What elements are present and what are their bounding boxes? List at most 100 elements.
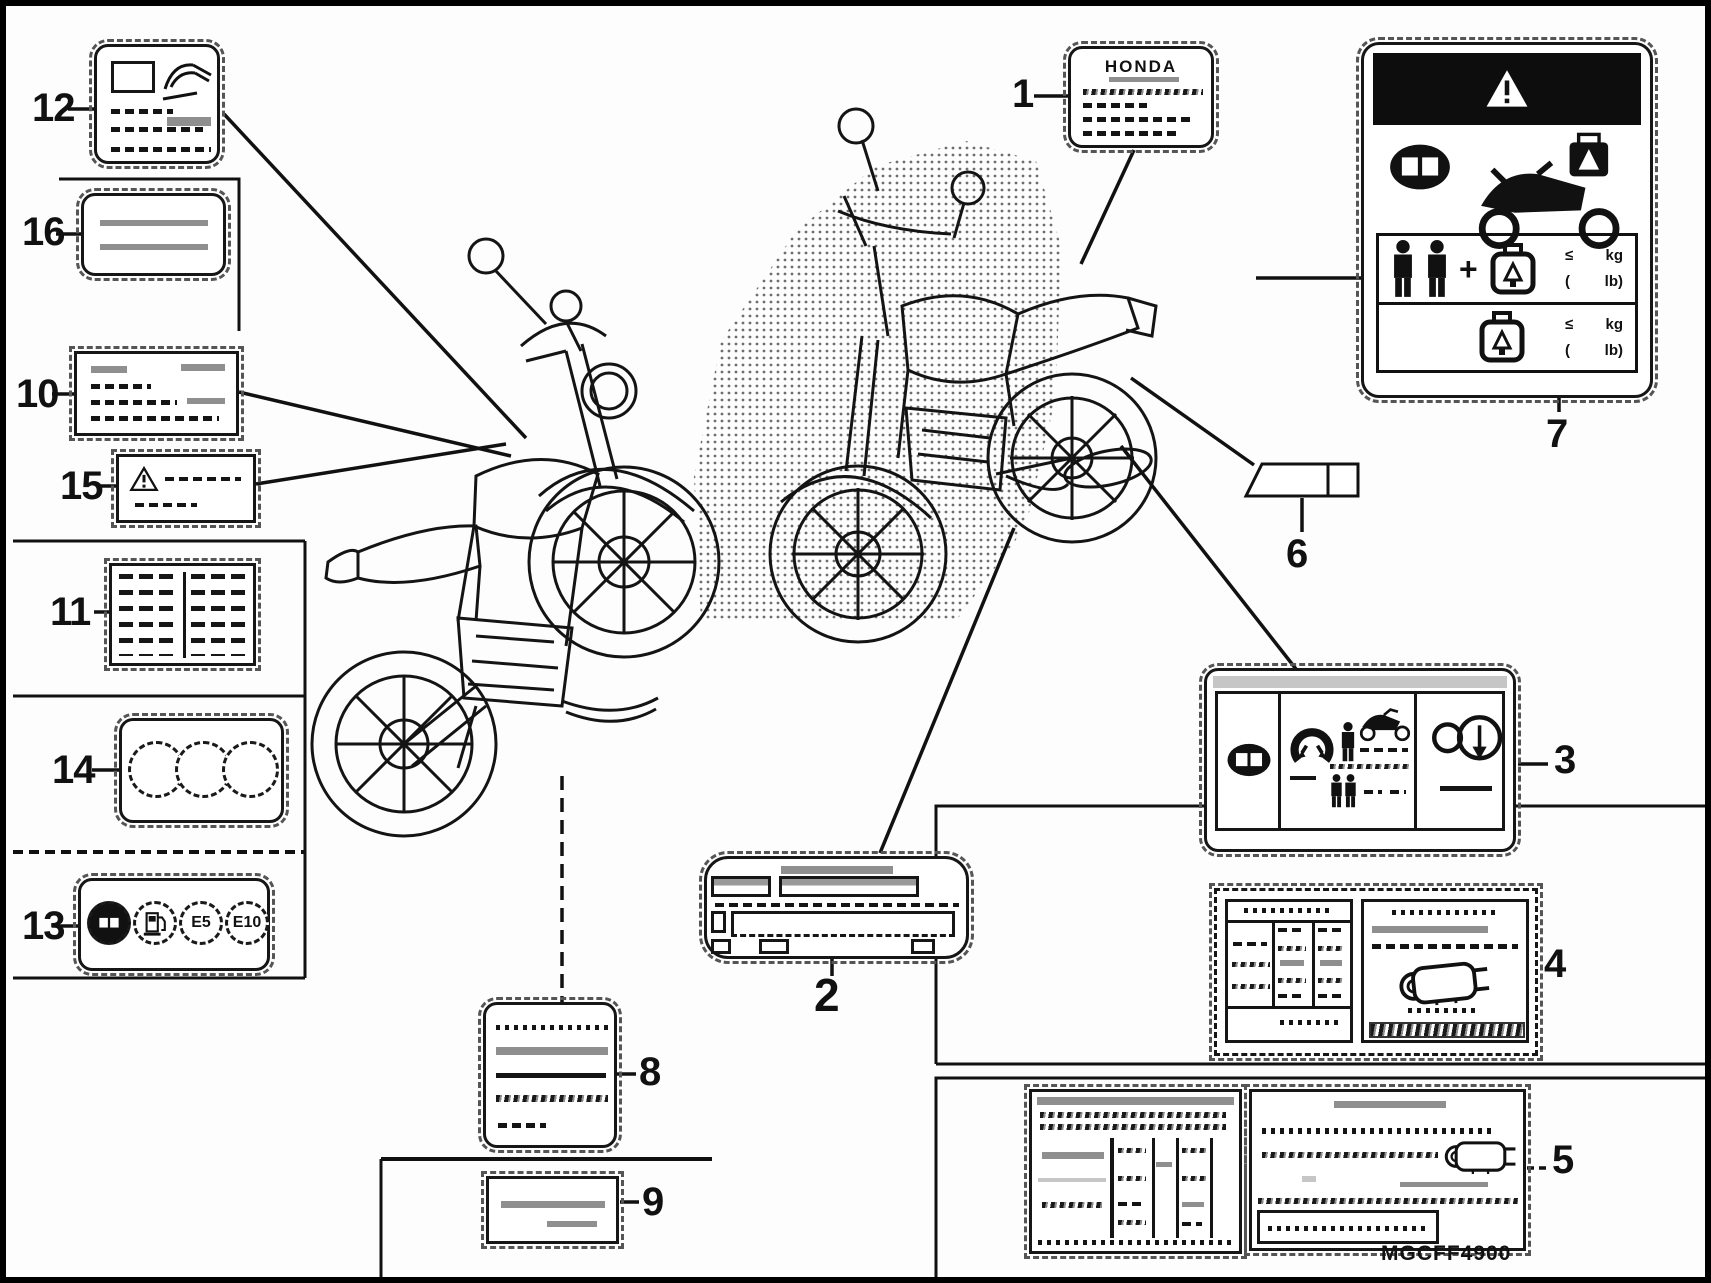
hatch-graphic xyxy=(1042,1202,1102,1208)
graphic-element xyxy=(564,320,583,352)
callout-15[interactable]: 15 xyxy=(60,464,103,508)
callout-8[interactable]: 8 xyxy=(639,1050,661,1094)
spec-table-panel xyxy=(1225,899,1353,1043)
callout-9[interactable]: 9 xyxy=(642,1180,664,1224)
inrect-graphic xyxy=(759,939,789,954)
callout-1[interactable]: 1 xyxy=(1012,72,1034,116)
graybar-graphic xyxy=(167,117,211,126)
hatch-graphic xyxy=(1258,1198,1518,1204)
dash-graphic xyxy=(91,384,151,389)
halftone-shadow xyxy=(694,141,1061,621)
dash-graphic xyxy=(1390,790,1406,794)
graphic-element xyxy=(896,369,1016,459)
dash-graphic xyxy=(111,147,211,152)
fuel-pump-icon xyxy=(142,911,167,936)
graphic-element xyxy=(520,321,607,363)
callout-3[interactable]: 3 xyxy=(1554,738,1576,782)
bar-graphic xyxy=(1278,694,1281,828)
callout-10[interactable]: 10 xyxy=(16,372,59,416)
bar-graphic xyxy=(1228,920,1350,923)
graphic-element xyxy=(356,524,482,584)
graphic-element xyxy=(553,491,695,633)
part-code: MGCFF4900 xyxy=(1381,1242,1512,1265)
graphic-element xyxy=(995,456,1073,476)
dots-graphic xyxy=(1244,908,1334,913)
graphic-element xyxy=(792,488,924,620)
graphic-element xyxy=(1486,70,1528,107)
leader-lines xyxy=(52,94,1561,1204)
uline-graphic: (lb) xyxy=(1565,273,1623,290)
graybar-graphic xyxy=(1372,926,1488,933)
e10-circle: E10 xyxy=(225,901,269,945)
tire-caution-panels xyxy=(1215,691,1505,831)
graphic-element xyxy=(986,372,1158,544)
graybar-graphic xyxy=(187,398,225,404)
motorcycle-icon xyxy=(1359,708,1411,742)
dash-graphic xyxy=(498,1123,546,1128)
hatch-graphic xyxy=(1040,1124,1226,1130)
callout-14[interactable]: 14 xyxy=(52,748,95,792)
e5-text: E5 xyxy=(191,914,211,931)
dash-graphic xyxy=(1360,748,1408,752)
label-7-loading-limit: + ≤kg (lb) ≤kg (lb) xyxy=(1356,37,1658,403)
graphic-element xyxy=(837,195,952,247)
e5-circle: E5 xyxy=(179,901,223,945)
graphic-element xyxy=(768,464,948,644)
graybar-graphic xyxy=(100,220,208,226)
label-4-emission-info xyxy=(1209,883,1543,1061)
dash-graphic xyxy=(1318,994,1342,998)
graphic-element xyxy=(545,485,685,524)
graphic-element xyxy=(1390,144,1450,190)
graybar-graphic xyxy=(1042,1152,1104,1159)
graphic-element xyxy=(1331,774,1342,808)
rider-icon xyxy=(1331,774,1342,808)
motorcycle-front-view xyxy=(310,237,721,838)
lightbar-graphic xyxy=(1213,676,1507,688)
dots-graphic xyxy=(496,1025,608,1030)
graphic-element xyxy=(310,650,498,838)
hatch-graphic xyxy=(1083,89,1203,95)
callout-5[interactable]: 5 xyxy=(1552,1138,1574,1182)
honda-brand-text: HONDA xyxy=(1104,57,1178,76)
bar-graphic xyxy=(1440,786,1492,791)
graybar-graphic xyxy=(1400,1182,1488,1187)
callout-7[interactable]: 7 xyxy=(1546,412,1568,456)
inrect-graphic xyxy=(1257,1210,1439,1244)
leader-15 xyxy=(255,442,507,486)
label-15-warning xyxy=(111,449,261,528)
graybar-graphic xyxy=(501,1201,605,1208)
graphic-element xyxy=(1295,732,1330,760)
graphic-element: ( xyxy=(1565,341,1570,359)
callout-12[interactable]: 12 xyxy=(32,86,75,130)
graphic-element xyxy=(1063,447,1153,489)
graphic-element xyxy=(952,202,966,239)
dots-graphic xyxy=(1268,1226,1426,1231)
graphic-element xyxy=(837,107,875,145)
graphic-element xyxy=(1005,293,1140,376)
graphic-element xyxy=(1227,743,1271,777)
callout-2[interactable]: 2 xyxy=(814,969,840,1021)
hatch-graphic xyxy=(496,1095,608,1102)
book-icon xyxy=(1227,743,1271,777)
callout-16[interactable]: 16 xyxy=(22,210,65,254)
rider-icon xyxy=(1341,722,1355,762)
plus-sign: + xyxy=(1459,250,1478,287)
inrect-graphic xyxy=(711,939,731,954)
callout-4[interactable]: 4 xyxy=(1544,942,1566,986)
dash-graphic xyxy=(111,109,173,114)
leader-3 xyxy=(1119,444,1298,671)
graybar-graphic xyxy=(781,866,893,874)
graphic-element xyxy=(161,63,213,101)
graybar-graphic xyxy=(1156,1162,1172,1167)
callout-6[interactable]: 6 xyxy=(1286,532,1308,576)
label-10-caution xyxy=(69,346,244,441)
graphic-element: lb) xyxy=(1604,273,1623,291)
dash-graphic xyxy=(135,503,197,507)
hatch-graphic xyxy=(1262,1152,1438,1158)
callout-13[interactable]: 13 xyxy=(22,904,65,948)
luggage-bag-icon xyxy=(1477,310,1527,364)
graphic-element xyxy=(1397,959,1493,1009)
callout-11[interactable]: 11 xyxy=(50,590,91,634)
dash-graphic xyxy=(1233,942,1267,946)
